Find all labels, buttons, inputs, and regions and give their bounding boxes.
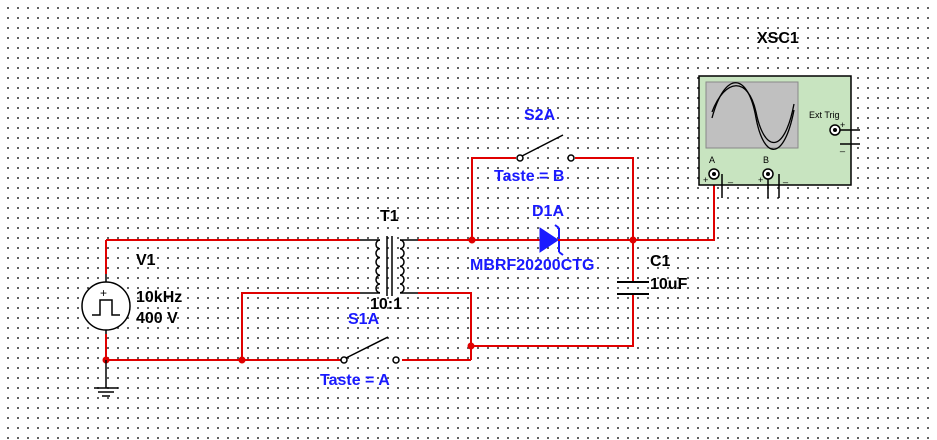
scope-channel-a-label: A xyxy=(709,155,715,165)
t1-ref-label: T1 xyxy=(380,208,399,225)
scope-channel-b-label: B xyxy=(763,155,769,165)
wires xyxy=(105,157,715,361)
s1a-key-label: Taste = A xyxy=(320,372,390,389)
ground-icon xyxy=(94,360,118,397)
voltage-source-v1[interactable]: + xyxy=(81,274,131,334)
diode-d1a[interactable] xyxy=(539,224,564,256)
scope-a-minus-label: _ xyxy=(727,173,734,183)
v1-freq-label: 10kHz xyxy=(136,289,182,306)
switch-s1a[interactable] xyxy=(340,336,400,364)
s2a-ref-label: S2A xyxy=(524,107,556,124)
c1-value-label: 10uF xyxy=(650,276,688,293)
scope-trig-minus-label: _ xyxy=(839,142,846,152)
d1a-part-label: MBRF20200CTG xyxy=(470,257,594,274)
scope-a-plus-label: + xyxy=(703,175,708,185)
oscilloscope-xsc1[interactable] xyxy=(698,75,860,198)
v1-ref-label: V1 xyxy=(136,252,156,269)
scope-b-plus-label: + xyxy=(758,175,763,185)
v1-volt-label: 400 V xyxy=(136,310,178,327)
svg-text:+: + xyxy=(100,286,107,300)
t1-ratio-label: 10:1 xyxy=(370,296,402,313)
switch-s2a[interactable] xyxy=(516,134,575,162)
xsc1-ref-label: XSC1 xyxy=(757,30,799,47)
scope-ext-trig-label: Ext Trig xyxy=(809,110,840,120)
capacitor-c1[interactable] xyxy=(617,281,649,295)
s2a-key-label: Taste = B xyxy=(494,168,564,185)
d1a-ref-label: D1A xyxy=(532,203,564,220)
transformer-t1[interactable] xyxy=(360,236,418,296)
c1-ref-label: C1 xyxy=(650,253,671,270)
scope-b-minus-label: _ xyxy=(782,173,789,183)
s1a-ref-label: S1A xyxy=(348,311,380,328)
scope-trig-plus-label: + xyxy=(840,120,845,130)
